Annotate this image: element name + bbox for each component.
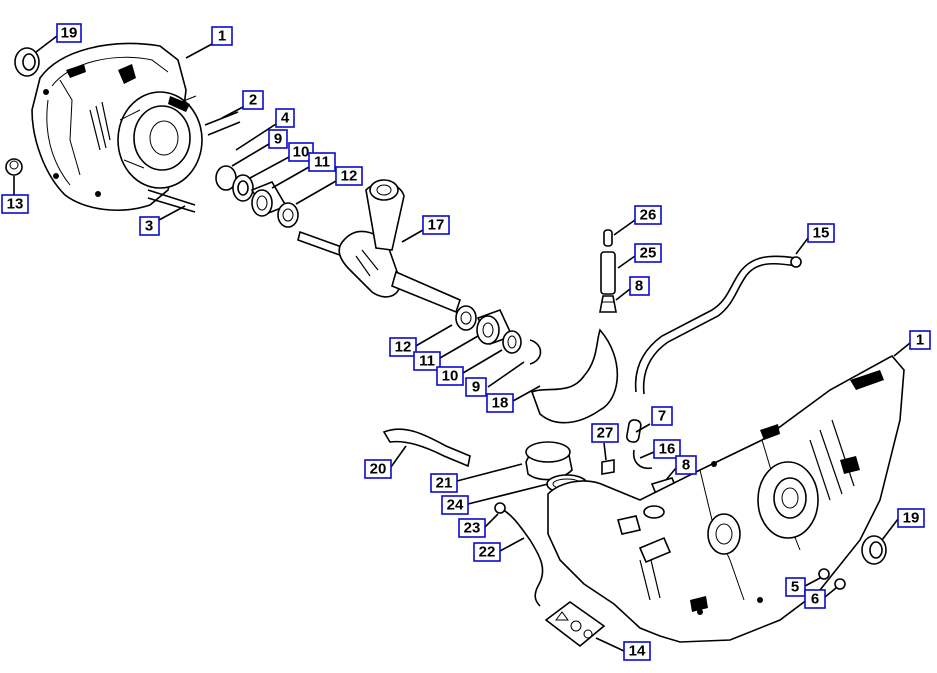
svg-text:12: 12 xyxy=(395,339,412,356)
bearing-set-left xyxy=(215,165,299,228)
svg-text:19: 19 xyxy=(903,510,920,527)
callout-7: 7 xyxy=(651,406,673,426)
callout-4: 4 xyxy=(275,108,295,128)
bearing-set-right xyxy=(455,305,542,365)
callout-8-bottom: 8 xyxy=(675,455,697,475)
studs xyxy=(147,111,241,213)
cap-retainer xyxy=(494,502,544,607)
callout-8-top: 8 xyxy=(629,276,650,296)
oil-seal-right xyxy=(861,535,887,565)
svg-text:9: 9 xyxy=(472,379,480,396)
tube xyxy=(634,255,802,395)
svg-text:23: 23 xyxy=(464,520,481,537)
svg-text:5: 5 xyxy=(791,579,799,596)
callout-labels: 19 1 2 4 9 10 11 12 13 3 17 26 25 8 15 1… xyxy=(1,23,931,661)
callout-13: 13 xyxy=(1,194,29,214)
svg-text:25: 25 xyxy=(640,245,657,262)
crankshaft xyxy=(297,179,461,314)
left-crankcase-half xyxy=(31,42,203,211)
svg-text:12: 12 xyxy=(341,168,358,185)
callout-25: 25 xyxy=(634,243,662,263)
svg-text:6: 6 xyxy=(811,591,819,608)
nuts xyxy=(818,568,846,590)
hose xyxy=(382,428,471,468)
callout-10-left: 10 xyxy=(288,142,314,162)
callout-9-left: 9 xyxy=(268,129,288,149)
callout-18: 18 xyxy=(486,393,514,413)
callout-26: 26 xyxy=(634,205,662,225)
svg-text:16: 16 xyxy=(659,441,676,458)
right-crankcase-half xyxy=(547,354,905,643)
small-fittings xyxy=(601,419,678,495)
svg-text:7: 7 xyxy=(658,408,666,425)
svg-text:3: 3 xyxy=(145,218,153,235)
callout-6: 6 xyxy=(804,589,826,609)
svg-text:18: 18 xyxy=(492,395,509,412)
svg-text:19: 19 xyxy=(61,25,78,42)
svg-text:15: 15 xyxy=(813,225,830,242)
svg-text:9: 9 xyxy=(274,131,282,148)
svg-text:27: 27 xyxy=(597,425,614,442)
callout-14: 14 xyxy=(623,641,651,661)
callout-9-right: 9 xyxy=(465,377,487,397)
svg-text:8: 8 xyxy=(682,457,690,474)
callout-2: 2 xyxy=(242,90,264,110)
svg-text:10: 10 xyxy=(442,368,459,385)
svg-text:8: 8 xyxy=(635,278,643,295)
oil-seal-left xyxy=(14,47,40,77)
callout-16: 16 xyxy=(653,439,681,459)
svg-text:14: 14 xyxy=(629,643,646,660)
warning-label xyxy=(544,601,606,648)
callout-5: 5 xyxy=(785,577,806,597)
callout-12-left: 12 xyxy=(335,166,363,186)
callout-19-left: 19 xyxy=(56,23,82,43)
callout-12-right: 12 xyxy=(389,337,417,357)
svg-text:4: 4 xyxy=(281,110,290,127)
callout-17: 17 xyxy=(422,215,450,235)
svg-text:11: 11 xyxy=(419,353,435,370)
callout-11-left: 11 xyxy=(308,152,336,172)
callout-23: 23 xyxy=(458,518,486,538)
callout-21: 21 xyxy=(430,473,458,493)
svg-text:22: 22 xyxy=(479,544,496,561)
svg-text:11: 11 xyxy=(314,154,330,171)
callout-20: 20 xyxy=(364,459,392,479)
fuel-line-parts xyxy=(599,229,617,313)
svg-text:21: 21 xyxy=(436,475,453,492)
svg-text:10: 10 xyxy=(293,144,310,161)
callout-15: 15 xyxy=(807,223,835,243)
svg-text:26: 26 xyxy=(640,207,657,224)
svg-text:1: 1 xyxy=(218,28,226,45)
svg-text:24: 24 xyxy=(447,497,464,514)
callout-3: 3 xyxy=(139,216,160,236)
callout-27: 27 xyxy=(591,423,619,443)
bushing xyxy=(5,158,23,176)
svg-text:1: 1 xyxy=(916,332,924,349)
svg-text:20: 20 xyxy=(370,461,387,478)
svg-text:13: 13 xyxy=(7,196,24,213)
leader-lines xyxy=(13,35,911,652)
callout-19-right: 19 xyxy=(897,508,925,528)
svg-text:17: 17 xyxy=(428,217,445,234)
callout-11-right: 11 xyxy=(413,351,441,371)
callout-22: 22 xyxy=(473,542,501,562)
callout-10-right: 10 xyxy=(436,366,464,386)
callout-24: 24 xyxy=(441,495,469,515)
gasket xyxy=(530,328,619,424)
callout-1-right: 1 xyxy=(909,330,931,350)
svg-text:2: 2 xyxy=(249,92,257,109)
callout-1-left: 1 xyxy=(211,26,233,46)
